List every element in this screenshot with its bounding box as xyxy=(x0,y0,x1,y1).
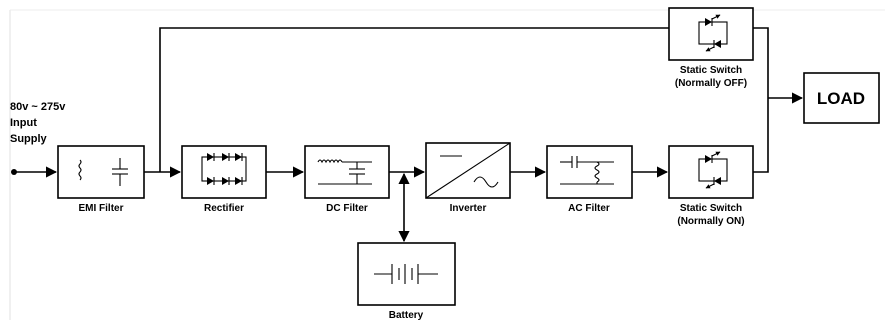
battery-cells-icon xyxy=(374,264,438,284)
signal-paths xyxy=(11,27,804,243)
static-switch-off-title: Static Switch xyxy=(680,65,742,76)
ac-filter-label: AC Filter xyxy=(568,203,610,214)
ac-filter-block: AC Filter xyxy=(546,145,633,214)
bypass-line xyxy=(159,27,669,172)
static-switch-off-mode: (Normally OFF) xyxy=(675,78,747,89)
rectifier-label: Rectifier xyxy=(204,203,244,214)
static-switch-off-block: Static Switch (Normally OFF) xyxy=(668,7,754,89)
dc-to-ac-icon xyxy=(425,142,511,199)
static-switch-on-mode: (Normally ON) xyxy=(677,216,744,227)
inverter-label: Inverter xyxy=(450,203,487,214)
input-voltage-range: 80v ~ 275v xyxy=(10,101,66,113)
load-label: LOAD xyxy=(817,89,865,108)
dc-filter-label: DC Filter xyxy=(326,203,368,214)
load-block: LOAD xyxy=(803,72,880,124)
battery-block: Battery xyxy=(357,242,456,320)
diode-bridge-icon xyxy=(201,153,247,185)
rectifier-block: Rectifier xyxy=(181,145,267,214)
capacitor-inductor-icon xyxy=(560,156,614,185)
static-switch-on-block: Static Switch (Normally ON) xyxy=(668,145,754,227)
thyristor-pair-icon xyxy=(698,14,728,52)
input-supply-label: 80v ~ 275v Input Supply xyxy=(10,101,66,145)
static-switch-on-title: Static Switch xyxy=(680,203,742,214)
inductor-capacitor-icon xyxy=(317,159,372,185)
coil-capacitor-icon xyxy=(78,158,128,186)
emi-filter-block: EMI Filter xyxy=(57,145,145,214)
thyristor-pair-icon xyxy=(698,151,728,189)
inverter-block: Inverter xyxy=(425,142,511,214)
switch-combine-line xyxy=(753,27,769,173)
supply-label: Supply xyxy=(10,133,48,145)
dc-filter-block: DC Filter xyxy=(304,145,390,214)
input-label: Input xyxy=(10,117,37,129)
emi-filter-label: EMI Filter xyxy=(78,203,123,214)
battery-label: Battery xyxy=(389,310,424,320)
